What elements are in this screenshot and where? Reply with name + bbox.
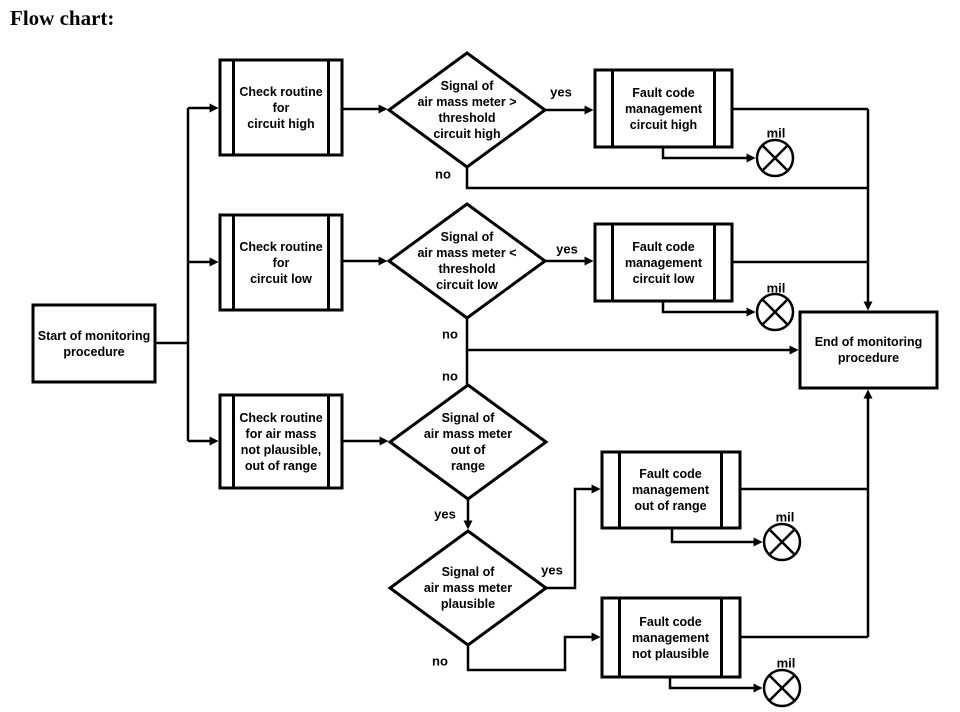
mil-lamp-not-plausible-icon xyxy=(762,668,802,708)
check-out-of-range-label: Check routine for air mass not plausible… xyxy=(239,410,323,473)
decision-out-of-range-label: Signal of air mass meter out of range xyxy=(423,411,513,473)
decision-circuit-high-label: Signal of air mass meter > threshold cir… xyxy=(417,79,517,141)
edge-fault-low-to-mil xyxy=(661,301,756,317)
fault-circuit-high-label: Fault code management circuit high xyxy=(624,85,703,132)
decision-circuit-low-diamond xyxy=(386,202,548,320)
mil-not-plausible-label: mil xyxy=(776,655,796,671)
yes-plausible-label: yes xyxy=(541,562,563,578)
fault-circuit-low-label: Fault code management circuit low xyxy=(624,239,703,286)
decision-out-of-range-diamond xyxy=(387,383,549,501)
mil-circuit-high-label: mil xyxy=(766,125,786,141)
decision-circuit-low-label: Signal of air mass meter < threshold cir… xyxy=(417,230,517,292)
check-circuit-low-box xyxy=(218,213,344,312)
mil-lamp-circuit-low-icon xyxy=(755,292,795,332)
yes-circuit-low-label: yes xyxy=(556,241,578,257)
decision-plausible-diamond xyxy=(387,529,549,647)
end-label: End of monitoring procedure xyxy=(814,335,923,365)
fault-out-of-range-box xyxy=(600,450,742,530)
check-circuit-low-label: Check routine for circuit low xyxy=(239,239,323,286)
mil-lamp-out-of-range-icon xyxy=(762,522,802,562)
yes-out-of-range-label: yes xyxy=(434,506,456,522)
start-label: Start of monitoring procedure xyxy=(37,328,151,359)
check-circuit-high-box xyxy=(218,58,344,157)
no-plausible-label: no xyxy=(432,653,448,669)
edge-fault-plausible-to-mil xyxy=(668,677,763,693)
end-box xyxy=(798,310,939,390)
decision-circuit-high-diamond xyxy=(386,51,548,169)
fault-out-of-range-label: Fault code management out of range xyxy=(631,467,710,513)
edge-fault-high-to-mil xyxy=(661,147,756,163)
no-out-of-range-label: no xyxy=(442,368,458,384)
fault-circuit-high-box xyxy=(593,68,734,149)
yes-circuit-high-label: yes xyxy=(550,84,572,100)
edge-fault-range-to-mil xyxy=(670,528,763,547)
mil-out-of-range-label: mil xyxy=(775,509,795,525)
page-title: Flow chart: xyxy=(10,6,115,30)
edge-no-plausible xyxy=(466,632,601,672)
no-circuit-high-label: no xyxy=(435,166,451,182)
fault-not-plausible-label: Fault code management not plausible xyxy=(631,614,710,661)
edge-yes-plausible xyxy=(546,484,601,590)
fault-circuit-low-box xyxy=(593,222,734,303)
mil-circuit-low-label: mil xyxy=(766,280,786,296)
mil-lamp-circuit-high-icon xyxy=(755,138,795,178)
edge-no-circuit-high xyxy=(465,167,868,190)
no-circuit-low-label: no xyxy=(442,326,458,342)
start-box xyxy=(31,303,157,384)
decision-plausible-label: Signal of air mass meter plausible xyxy=(423,565,513,611)
fault-not-plausible-box xyxy=(600,596,742,679)
check-circuit-high-label: Check routine for circuit high xyxy=(239,84,323,131)
check-out-of-range-box xyxy=(218,393,344,490)
